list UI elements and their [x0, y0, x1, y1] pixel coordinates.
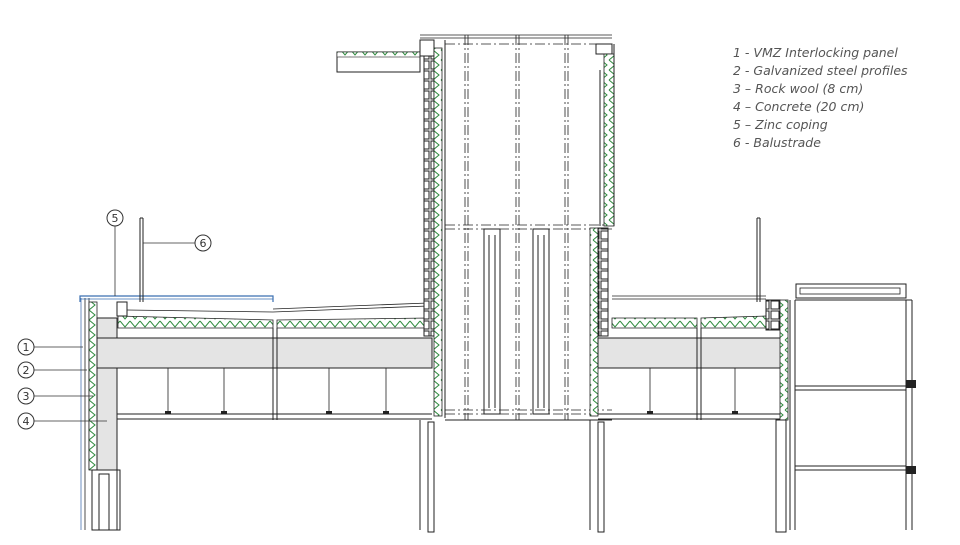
balustrade-right	[756, 217, 761, 302]
right-facade	[789, 283, 916, 530]
legend-item-1: 1 - VMZ Interlocking panel	[733, 45, 898, 60]
svg-text:6: 6	[200, 237, 207, 250]
legend-item-2: 2 - Galvanized steel profiles	[733, 63, 908, 78]
central-tower	[336, 34, 615, 533]
zinc-coping	[79, 295, 274, 317]
svg-text:3: 3	[23, 390, 30, 403]
callout-4: 4	[17, 412, 107, 430]
balustrade-left	[139, 217, 144, 302]
left-roof	[96, 302, 433, 420]
svg-text:5: 5	[112, 212, 119, 225]
legend-item-6: 6 - Balustrade	[733, 135, 821, 150]
svg-text:1: 1	[23, 341, 30, 354]
left-wall	[80, 298, 121, 531]
legend-item-3: 3 – Rock wool (8 cm)	[733, 81, 864, 96]
legend-item-4: 4 – Concrete (20 cm)	[733, 99, 865, 114]
legend: 1 - VMZ Interlocking panel 2 - Galvanize…	[733, 44, 908, 152]
legend-item-5: 5 – Zinc coping	[733, 117, 828, 132]
callout-2: 2	[17, 361, 87, 379]
callout-3: 3	[17, 387, 93, 405]
svg-text:2: 2	[23, 364, 30, 377]
callout-6: 6	[143, 234, 212, 252]
right-roof	[597, 295, 789, 533]
callout-5: 5	[106, 209, 124, 296]
callout-1: 1	[17, 338, 83, 356]
svg-text:4: 4	[23, 415, 30, 428]
